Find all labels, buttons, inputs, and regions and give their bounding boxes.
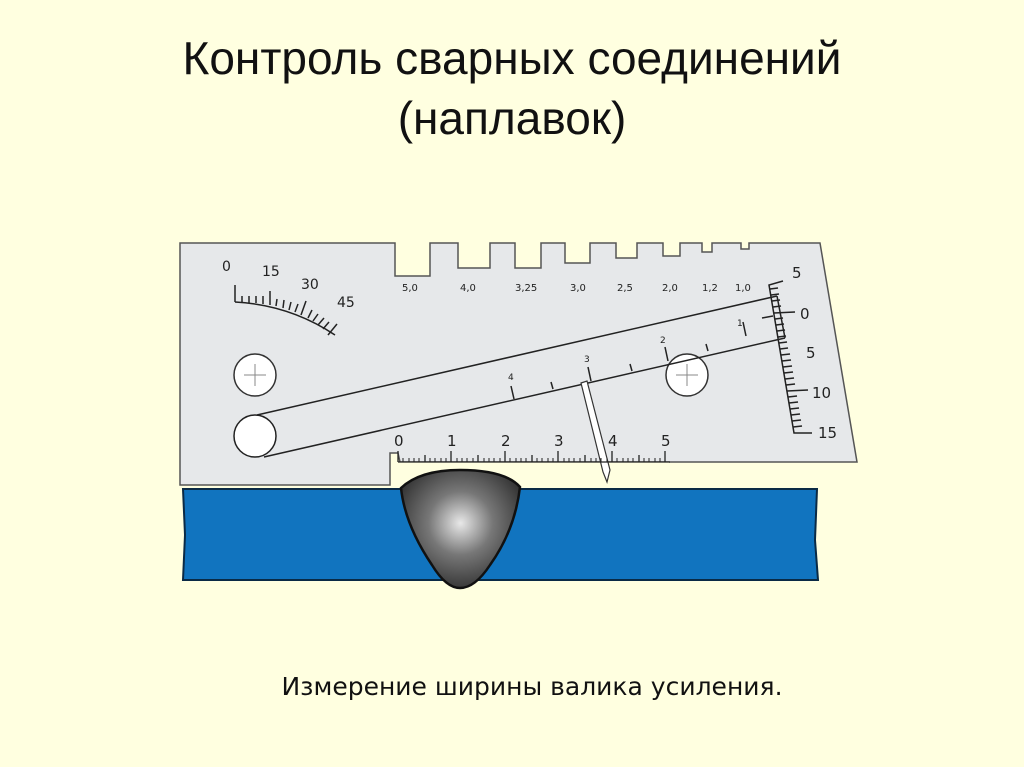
notch-label: 2,5	[617, 283, 633, 294]
notch-label: 3,25	[515, 283, 537, 294]
side-scale	[768, 280, 812, 434]
screw-hole-left	[233, 353, 277, 397]
ruler-label-2: 2	[501, 432, 511, 450]
screw-hole-right	[665, 353, 709, 397]
slider-label-4: 4	[508, 373, 514, 383]
gauge-body	[179, 242, 858, 488]
ruler-label-0: 0	[394, 432, 404, 450]
slider-label-2: 2	[660, 336, 666, 346]
notch-label: 2,0	[662, 283, 678, 294]
angle-label-15: 15	[262, 264, 280, 280]
ruler-label-5: 5	[661, 432, 671, 450]
slider-label-1: 1	[737, 319, 743, 329]
angle-label-30: 30	[301, 277, 319, 293]
angle-scale	[234, 285, 338, 336]
angle-label-45: 45	[337, 295, 355, 311]
slide-title: Контроль сварных соединений (наплавок)	[0, 28, 1024, 148]
side-label-5: 5	[806, 344, 816, 362]
slide-caption: Измерение ширины валика усиления.	[281, 672, 783, 701]
title-line-1: Контроль сварных соединений	[182, 32, 842, 84]
side-label-10: 10	[812, 384, 831, 402]
notch-label: 1,2	[702, 283, 718, 294]
notch-label: 4,0	[460, 283, 476, 294]
notch-label: 3,0	[570, 283, 586, 294]
ruler-label-1: 1	[447, 432, 457, 450]
notch-label: 5,0	[402, 283, 418, 294]
slider-arm	[233, 295, 786, 458]
angle-label-0: 0	[222, 259, 231, 275]
weld-bead	[399, 468, 522, 590]
side-label-15: 15	[818, 424, 837, 442]
ruler-label-3: 3	[554, 432, 564, 450]
slider-label-3: 3	[584, 355, 590, 365]
notch-labels: 5,0 4,0 3,25 3,0 2,5 2,0 1,2 1,0	[402, 283, 751, 294]
ruler-label-4: 4	[608, 432, 618, 450]
title-line-2: (наплавок)	[397, 92, 627, 144]
notch-label: 1,0	[735, 283, 751, 294]
side-label-0: 0	[800, 305, 810, 323]
bottom-ruler	[397, 451, 670, 463]
side-label-5-top: 5	[792, 264, 802, 282]
pointer-needle	[580, 380, 611, 484]
